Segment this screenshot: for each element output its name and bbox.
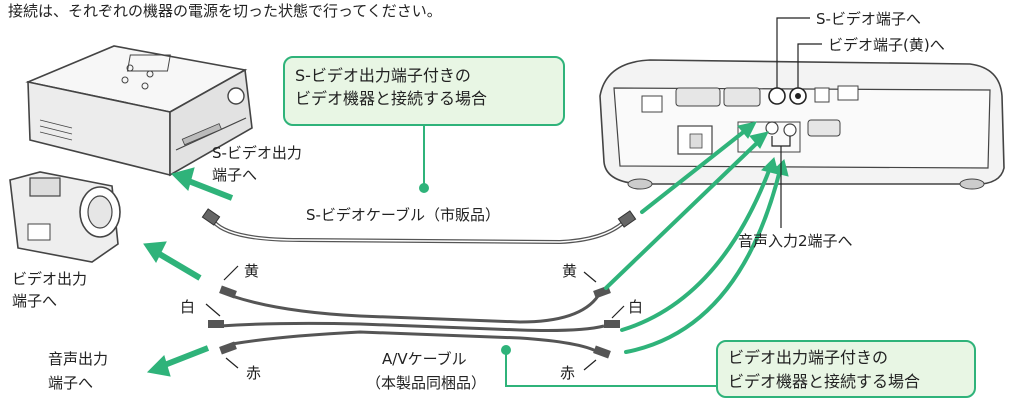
label-av-cable-line1: A/Vケーブル	[382, 350, 467, 368]
label-audio-out-line1: 音声出力	[48, 350, 109, 368]
callout-video-line1: ビデオ出力端子付きの	[728, 348, 889, 367]
callout-connectors	[419, 126, 716, 387]
svideo-cable	[201, 208, 637, 245]
label-yellow-right: 黄	[562, 262, 578, 280]
label-video-out-line2: 端子へ	[12, 292, 58, 310]
label-svideo-cable: S-ビデオケーブル（市販品）	[306, 206, 501, 224]
label-av-cable-line2: （本製品同梱品）	[366, 374, 487, 392]
instruction-text: 接続は、それぞれの機器の電源を切った状態で行ってください。	[8, 2, 442, 20]
callout-svideo-line2: ビデオ機器と接続する場合	[295, 89, 488, 108]
callout-svideo: S-ビデオ出力端子付きの ビデオ機器と接続する場合	[283, 56, 565, 126]
label-svideo-out-line2: 端子へ	[212, 166, 258, 184]
label-svideo-out-line1: S-ビデオ出力	[212, 144, 302, 162]
label-svideo-port: S-ビデオ端子へ	[816, 10, 921, 28]
port-leader-lines	[205, 17, 822, 371]
label-audio-out-line2: 端子へ	[48, 374, 94, 392]
projector-device	[599, 59, 1005, 190]
callout-video-line2: ビデオ機器と接続する場合	[728, 372, 921, 391]
label-red-right: 赤	[560, 364, 576, 382]
label-white-left: 白	[180, 298, 196, 316]
label-red-left: 赤	[246, 364, 262, 382]
callout-svideo-line1: S-ビデオ出力端子付きの	[295, 66, 471, 85]
label-white-right: 白	[628, 298, 644, 316]
label-video-out-line1: ビデオ出力	[12, 270, 88, 288]
label-video-port: ビデオ端子(黄)へ	[828, 36, 945, 54]
label-yellow-left: 黄	[244, 262, 260, 280]
camcorder-device	[9, 171, 121, 263]
label-audio-in2: 音声入力2端子へ	[738, 232, 853, 250]
direction-arrows	[143, 121, 789, 377]
vcr-device	[25, 45, 253, 177]
callout-video: ビデオ出力端子付きの ビデオ機器と接続する場合	[716, 340, 976, 398]
